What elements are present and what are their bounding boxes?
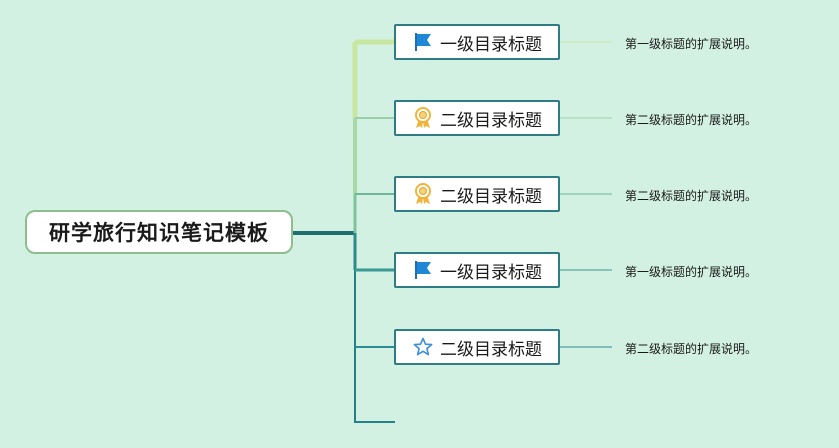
branch-topic-5[interactable]: 二级目录标题 xyxy=(394,329,560,365)
branch-topic-1[interactable]: 一级目录标题 xyxy=(394,24,560,60)
branch-note-4: 第一级标题的扩展说明。 xyxy=(625,265,758,279)
branch-topic-label: 一级目录标题 xyxy=(440,262,542,283)
branch-topic-4[interactable]: 一级目录标题 xyxy=(394,252,560,288)
branch-topic-3[interactable]: 二级目录标题 xyxy=(394,176,560,212)
award-ribbon-icon xyxy=(412,183,434,205)
root-topic-label: 研学旅行知识笔记模板 xyxy=(49,221,269,245)
award-ribbon-icon xyxy=(412,107,434,129)
branch-topic-label: 二级目录标题 xyxy=(440,186,542,207)
branch-topic-label: 二级目录标题 xyxy=(440,339,542,360)
branch-note-1: 第一级标题的扩展说明。 xyxy=(625,37,758,51)
branch-note-2: 第二级标题的扩展说明。 xyxy=(625,113,758,127)
branch-note-3: 第二级标题的扩展说明。 xyxy=(625,189,758,203)
branch-note-5: 第二级标题的扩展说明。 xyxy=(625,342,758,356)
branch-topic-label: 一级目录标题 xyxy=(440,34,542,55)
branch-topic-2[interactable]: 二级目录标题 xyxy=(394,100,560,136)
root-topic[interactable]: 研学旅行知识笔记模板 xyxy=(25,210,293,254)
star-icon xyxy=(412,336,434,358)
branch-topic-label: 二级目录标题 xyxy=(440,110,542,131)
flag-icon xyxy=(412,259,434,281)
flag-icon xyxy=(412,31,434,53)
